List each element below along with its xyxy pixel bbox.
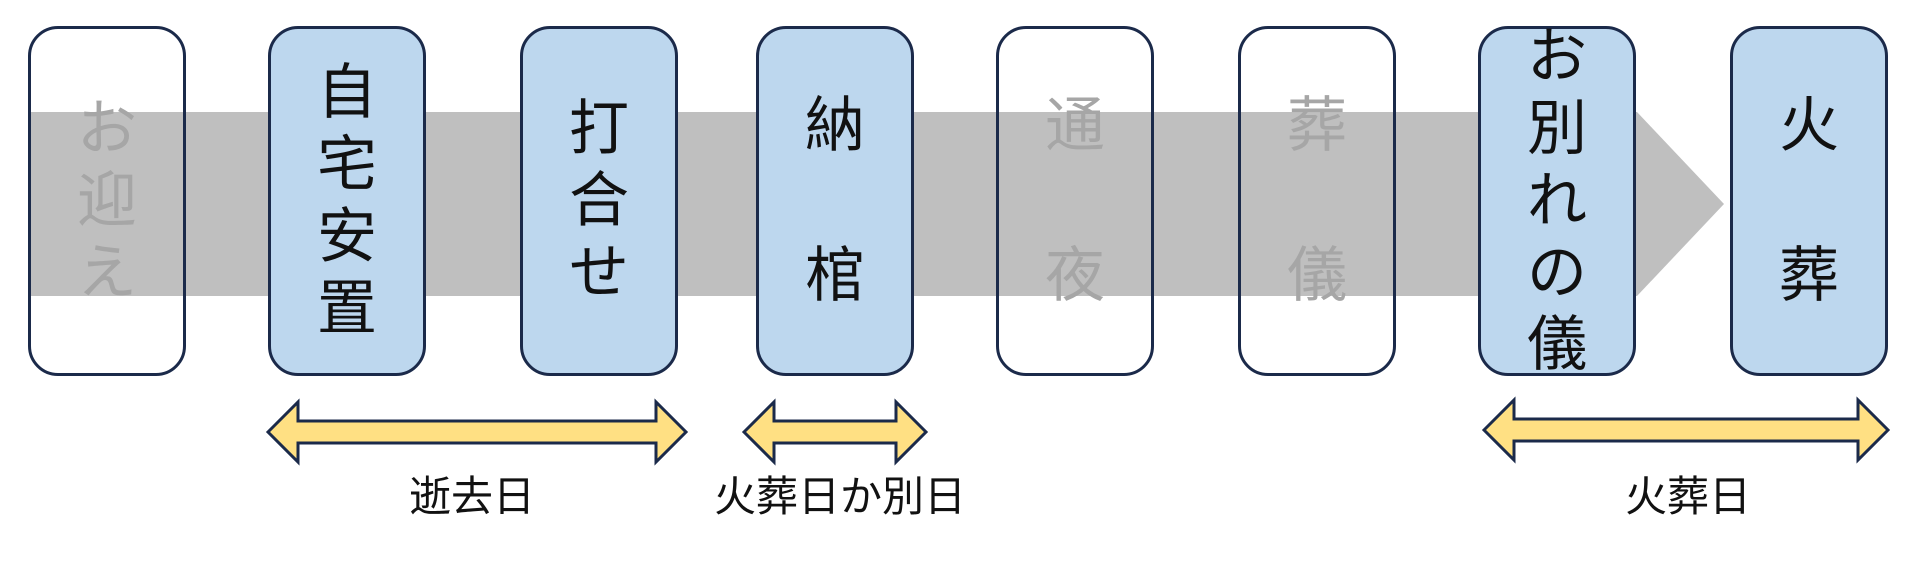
step-label-tsuya: 通夜 — [999, 51, 1151, 351]
step-label-jitaku-anchi: 自宅安置 — [271, 57, 423, 345]
step-box-omukae: お迎え — [28, 26, 186, 376]
step-label-uchiawase: 打合せ — [523, 93, 675, 309]
step-box-tsuya: 通夜 — [996, 26, 1154, 376]
step-label-nokan: 納棺 — [759, 51, 911, 351]
step-label-glyph: 置 — [317, 274, 377, 344]
range-label-kaso-bi-ka-betsubi: 火葬日か別日 — [713, 472, 967, 521]
step-label-glyph: せ — [569, 238, 629, 308]
range-label-kaso-bi: 火葬日 — [1624, 472, 1752, 521]
step-box-sogi: 葬儀 — [1238, 26, 1396, 376]
step-label-glyph: 打 — [569, 94, 629, 164]
range-arrow-kaso-bi-ka-betsubi — [741, 398, 929, 466]
step-label-glyph: 葬 — [1779, 241, 1839, 311]
step-label-glyph: 安 — [317, 202, 377, 272]
step-label-glyph: 自 — [317, 58, 377, 128]
step-label-glyph: 迎 — [77, 166, 137, 236]
step-label-glyph: 納 — [805, 91, 865, 161]
step-box-uchiawase: 打合せ — [520, 26, 678, 376]
step-label-glyph: え — [77, 238, 137, 308]
step-label-glyph: お — [1527, 22, 1587, 92]
range-arrow-kaso-bi — [1481, 396, 1891, 464]
step-label-glyph: れ — [1527, 166, 1587, 236]
step-label-glyph: 棺 — [805, 241, 865, 311]
step-box-owakare-no-gi: お別れの儀 — [1478, 22, 1636, 380]
step-label-owakare-no-gi: お別れの儀 — [1481, 21, 1633, 381]
range-label-seikyo-bi: 逝去日 — [408, 472, 536, 521]
step-label-kaso: 火葬 — [1733, 51, 1885, 351]
step-label-glyph: 通 — [1045, 91, 1105, 161]
step-label-glyph: 儀 — [1527, 310, 1587, 380]
step-label-glyph: 葬 — [1287, 91, 1347, 161]
step-label-omukae: お迎え — [31, 93, 183, 309]
step-box-jitaku-anchi: 自宅安置 — [268, 26, 426, 376]
step-label-glyph: 火 — [1779, 91, 1839, 161]
step-label-glyph: 夜 — [1045, 241, 1105, 311]
step-label-glyph: 儀 — [1287, 241, 1347, 311]
step-box-kaso: 火葬 — [1730, 26, 1888, 376]
step-label-glyph: お — [77, 94, 137, 164]
step-label-glyph: 別 — [1527, 94, 1587, 164]
step-label-glyph: 宅 — [317, 130, 377, 200]
step-box-nokan: 納棺 — [756, 26, 914, 376]
step-label-glyph: の — [1527, 238, 1587, 308]
step-label-glyph: 合 — [569, 166, 629, 236]
step-label-sogi: 葬儀 — [1241, 51, 1393, 351]
range-arrow-seikyo-bi — [265, 398, 689, 466]
range-arrows — [265, 396, 1891, 466]
